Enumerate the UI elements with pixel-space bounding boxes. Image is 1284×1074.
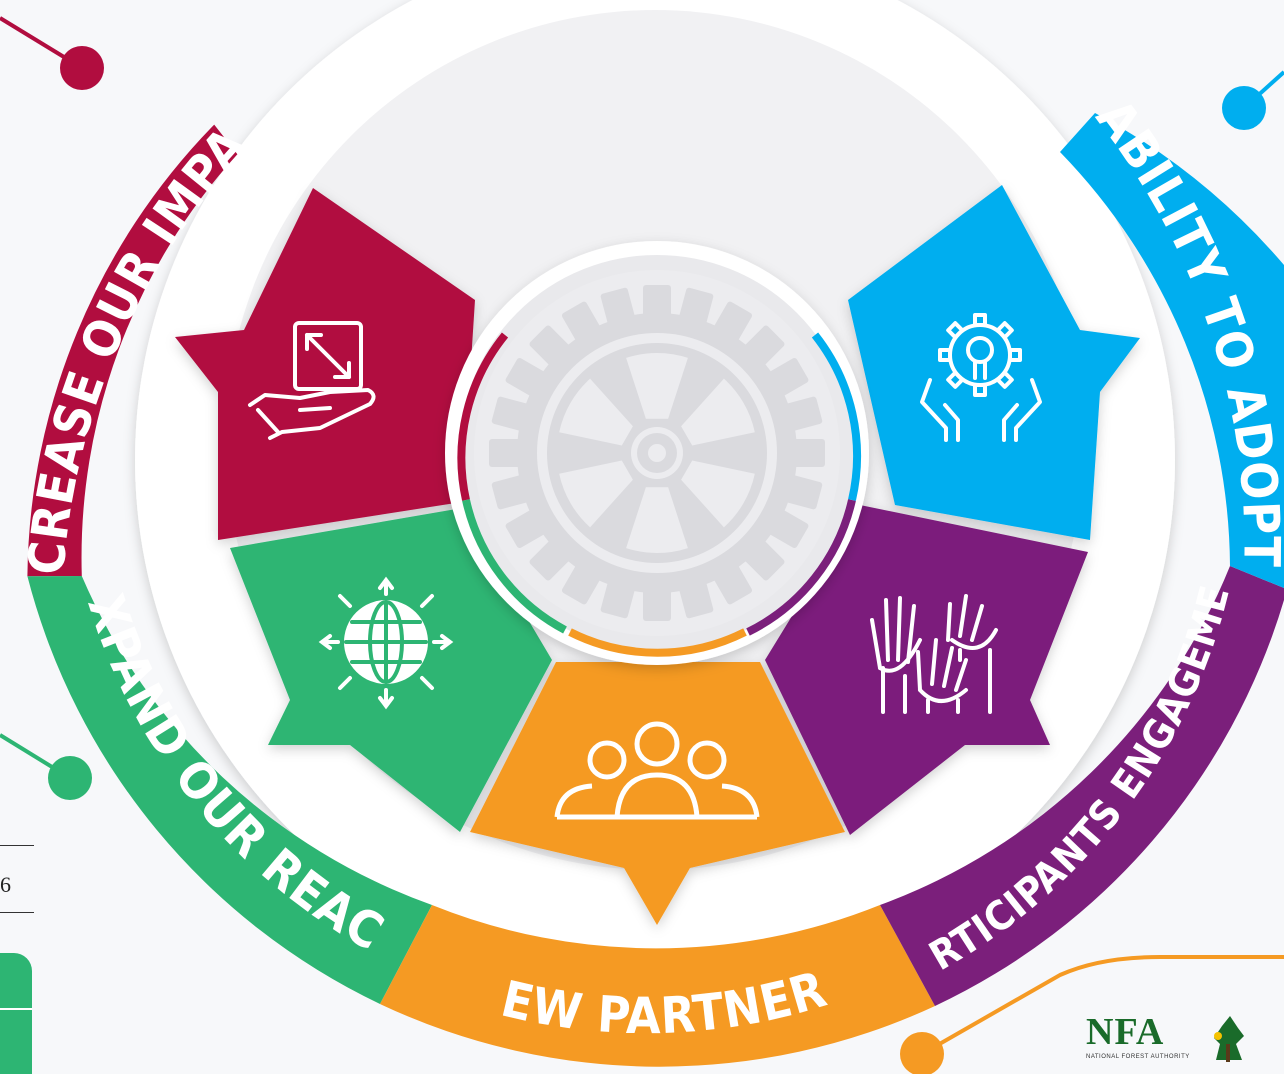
- sector-adopt: [848, 185, 1140, 540]
- outer-ring: [27, 113, 1284, 1067]
- tree-icon: [1214, 1016, 1244, 1062]
- logo-title: NFA: [1086, 1011, 1165, 1053]
- sector-engagement: [765, 505, 1088, 835]
- ring-segment-partners: [380, 905, 935, 1067]
- divider-line: [0, 912, 34, 913]
- ring-segment-reach: [27, 576, 433, 1004]
- decorative-connectors: [0, 16, 1284, 1074]
- ring-segment-impact: [27, 124, 238, 577]
- raised-hands-icon: [870, 594, 998, 714]
- side-tab[interactable]: [0, 953, 32, 1074]
- gear-bulb-hands-icon: [920, 313, 1042, 442]
- side-text-fragment: 6: [0, 872, 11, 897]
- ring-segment-engagement: [880, 566, 1284, 1006]
- nfa-logo: NFA NATIONAL FOREST AUTHORITY: [1080, 1012, 1250, 1064]
- sector-impact: [175, 188, 475, 540]
- rotary-wheel-icon: [489, 285, 825, 621]
- resize-in-hand-icon: [248, 321, 376, 440]
- group-people-icon: [554, 721, 760, 820]
- ring-segment-adopt: [1060, 113, 1284, 588]
- sector-partners: [470, 662, 845, 925]
- globe-arrows-icon: [318, 576, 454, 710]
- divider-line: [0, 845, 34, 846]
- inner-sectors: [175, 185, 1140, 925]
- logo-subtitle: NATIONAL FOREST AUTHORITY: [1086, 1054, 1190, 1060]
